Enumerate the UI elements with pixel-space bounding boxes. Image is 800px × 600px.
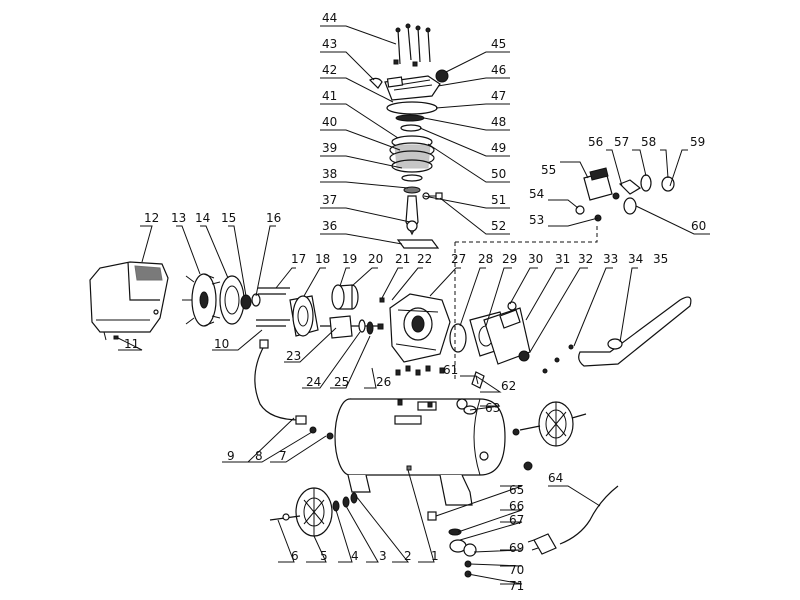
end-shield xyxy=(219,275,261,325)
label-29: 29 xyxy=(502,252,517,266)
fan-cover xyxy=(89,261,169,341)
crankcase xyxy=(377,293,451,363)
handle xyxy=(542,296,692,374)
label-7: 7 xyxy=(279,449,287,463)
label-20: 20 xyxy=(368,252,383,266)
power-cord xyxy=(523,461,619,555)
label-13: 13 xyxy=(171,211,186,225)
label-50: 50 xyxy=(491,167,506,181)
label-44: 44 xyxy=(322,11,337,25)
rotor xyxy=(320,315,380,339)
leader-lines xyxy=(117,25,710,585)
rear-wheel xyxy=(512,401,587,447)
label-28: 28 xyxy=(478,252,493,266)
label-11: 11 xyxy=(124,337,139,351)
label-34: 34 xyxy=(628,252,643,266)
label-54: 54 xyxy=(529,187,544,201)
label-23: 23 xyxy=(286,349,301,363)
motor-stator xyxy=(256,284,359,337)
label-31: 31 xyxy=(555,252,570,266)
cooling-fan xyxy=(182,273,221,327)
head-bolts xyxy=(393,23,431,67)
label-42: 42 xyxy=(322,63,337,77)
label-33: 33 xyxy=(603,252,618,266)
label-52: 52 xyxy=(491,219,506,233)
label-45: 45 xyxy=(491,37,506,51)
label-66: 66 xyxy=(509,499,524,513)
label-60: 60 xyxy=(691,219,706,233)
label-56: 56 xyxy=(588,135,603,149)
cylinder-head-assembly xyxy=(368,69,449,249)
label-19: 19 xyxy=(342,252,357,266)
label-17: 17 xyxy=(291,252,306,266)
label-14: 14 xyxy=(195,211,210,225)
label-6: 6 xyxy=(291,549,299,563)
air-tank xyxy=(334,398,506,506)
label-67: 67 xyxy=(509,513,524,527)
label-62: 62 xyxy=(501,379,516,393)
label-22: 22 xyxy=(417,252,432,266)
part-numbers: 1 2 3 4 5 6 7 8 9 10 11 12 13 14 15 16 1… xyxy=(124,11,706,593)
label-51: 51 xyxy=(491,193,506,207)
label-46: 46 xyxy=(491,63,506,77)
label-49: 49 xyxy=(491,141,506,155)
label-38: 38 xyxy=(322,167,337,181)
label-55: 55 xyxy=(541,163,556,177)
label-71: 71 xyxy=(509,579,524,593)
label-69: 69 xyxy=(509,541,524,555)
label-58: 58 xyxy=(641,135,656,149)
label-2: 2 xyxy=(404,549,412,563)
label-36: 36 xyxy=(322,219,337,233)
label-25: 25 xyxy=(334,375,349,389)
label-24: 24 xyxy=(306,375,321,389)
foot-parts xyxy=(427,511,477,578)
label-9: 9 xyxy=(227,449,235,463)
hidden-connection-line xyxy=(454,226,598,380)
label-64: 64 xyxy=(548,471,563,485)
label-5: 5 xyxy=(320,549,328,563)
label-65: 65 xyxy=(509,483,524,497)
label-39: 39 xyxy=(322,141,337,155)
label-1: 1 xyxy=(431,549,439,563)
label-27: 27 xyxy=(451,252,466,266)
label-53: 53 xyxy=(529,213,544,227)
label-15: 15 xyxy=(221,211,236,225)
label-41: 41 xyxy=(322,89,337,103)
label-35: 35 xyxy=(653,252,668,266)
label-26: 26 xyxy=(376,375,391,389)
label-4: 4 xyxy=(351,549,359,563)
label-61: 61 xyxy=(443,363,458,377)
label-32: 32 xyxy=(578,252,593,266)
label-30: 30 xyxy=(528,252,543,266)
label-16: 16 xyxy=(266,211,281,225)
label-21: 21 xyxy=(395,252,410,266)
air-hose xyxy=(254,339,334,440)
label-18: 18 xyxy=(315,252,330,266)
regulator-assembly xyxy=(575,167,675,222)
label-47: 47 xyxy=(491,89,506,103)
label-63: 63 xyxy=(485,401,500,415)
label-37: 37 xyxy=(322,193,337,207)
label-57: 57 xyxy=(614,135,629,149)
label-10: 10 xyxy=(214,337,229,351)
front-wheel xyxy=(269,487,358,537)
label-8: 8 xyxy=(255,449,263,463)
label-59: 59 xyxy=(690,135,705,149)
label-70: 70 xyxy=(509,563,524,577)
label-40: 40 xyxy=(322,115,337,129)
label-43: 43 xyxy=(322,37,337,51)
label-3: 3 xyxy=(379,549,387,563)
label-48: 48 xyxy=(491,115,506,129)
label-12: 12 xyxy=(144,211,159,225)
